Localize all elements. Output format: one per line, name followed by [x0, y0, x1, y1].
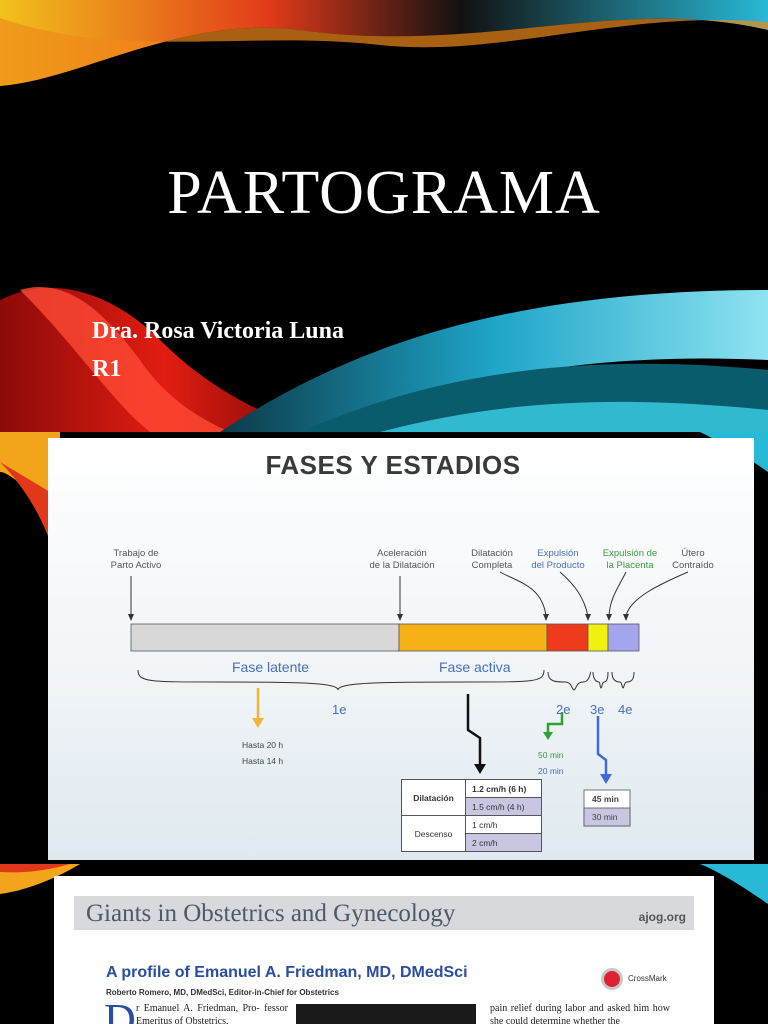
third-stage-time-1: 45 min: [592, 794, 619, 804]
article-slide: Giants in Obstetrics and Gynecology ajog…: [0, 864, 768, 1024]
article-title: A profile of Emanuel A. Friedman, MD, DM…: [106, 964, 468, 981]
third-stage-time-2: 30 min: [592, 812, 618, 822]
crossmark-label: CrossMark: [628, 974, 667, 983]
bracket-2e: [547, 671, 592, 691]
bracket-3e: [592, 671, 609, 689]
article-text-col1: r Emanuel A. Friedman, Pro- fessor Emeri…: [136, 1003, 288, 1024]
arrowhead: [543, 614, 549, 621]
stage-4e: 4e: [618, 702, 633, 717]
crossmark-icon: [601, 968, 623, 990]
bracket-1e: [137, 669, 545, 691]
arrow-active: [466, 694, 482, 768]
stage-3e: 3e: [590, 702, 605, 717]
journal-site: ajog.org: [638, 910, 686, 924]
swoosh-decoration: [0, 864, 768, 904]
arrow-line: [608, 571, 627, 617]
bracket-4e: [611, 671, 635, 689]
journal-name: Giants in Obstetrics and Gynecology: [86, 900, 456, 927]
table-cell-descenso: Descenso: [401, 815, 466, 852]
arrowhead: [474, 764, 486, 774]
arrow-3e: [596, 716, 608, 778]
drop-cap: D: [104, 995, 136, 1024]
arrowhead: [397, 614, 403, 621]
article-text-col2: pain relief during labor and asked him h…: [490, 1003, 670, 1024]
bar-utero: [607, 623, 640, 652]
arrow-line: [499, 571, 547, 617]
table-cell-dilatacion: Dilatación: [401, 779, 466, 816]
arrowhead: [543, 732, 553, 740]
swoosh-decoration: [0, 0, 768, 432]
second-stage-time-1: 50 min: [538, 750, 564, 760]
author-role: R1: [92, 356, 122, 382]
author-name: Dra. Rosa Victoria Luna: [92, 318, 344, 344]
rates-table: Dilatación 1.2 cm/h (6 h) 1.5 cm/h (4 h)…: [401, 779, 542, 852]
timeline-diagram: [128, 571, 689, 827]
title-slide: PARTOGRAMA Dra. Rosa Victoria Luna R1: [0, 0, 768, 432]
article-author: Roberto Romero, MD, DMedSci, Editor-in-C…: [106, 988, 339, 997]
portrait-photo: [296, 1004, 476, 1024]
table-row: 2 cm/h: [402, 833, 542, 852]
bar-fase-activa: [398, 623, 548, 652]
arrow-2e: [546, 712, 564, 734]
slide-title: PARTOGRAMA: [167, 159, 601, 227]
table-cell-des-v2: 2 cm/h: [465, 833, 542, 852]
arrowhead: [600, 774, 612, 784]
arrowhead: [128, 614, 134, 621]
stage-1e: 1e: [332, 702, 347, 717]
latent-time-2: Hasta 14 h: [242, 756, 284, 766]
phase-activa-label: Fase activa: [439, 659, 511, 675]
second-stage-time-2: 20 min: [538, 766, 564, 776]
bar-fase-latente: [130, 623, 400, 652]
arrowhead: [252, 718, 264, 728]
table-cell-dil-v2: 1.5 cm/h (4 h): [465, 797, 542, 816]
arrow-line: [625, 571, 689, 617]
bar-expulsion-placenta: [587, 623, 609, 652]
arrowhead: [585, 614, 591, 621]
article-page: Giants in Obstetrics and Gynecology ajog…: [54, 876, 714, 1024]
phase-latente-label: Fase latente: [232, 659, 310, 675]
figure-heading: FASES Y ESTADIOS: [265, 450, 521, 480]
table-row: 1.5 cm/h (4 h): [402, 797, 542, 816]
table-row: Dilatación 1.2 cm/h (6 h): [401, 779, 542, 816]
arrowhead: [623, 614, 629, 621]
arrowhead: [606, 614, 612, 621]
journal-banner: [74, 896, 694, 930]
table-cell-dil-v1: 1.2 cm/h (6 h): [465, 779, 542, 798]
arrow-line: [559, 571, 589, 617]
latent-time-1: Hasta 20 h: [242, 740, 284, 750]
table-cell-des-v1: 1 cm/h: [465, 815, 542, 834]
stage-2e: 2e: [556, 702, 571, 717]
third-stage-box-lower: [583, 807, 631, 827]
bar-expulsion-producto: [546, 623, 589, 652]
table-row: Descenso 1 cm/h: [401, 815, 542, 852]
